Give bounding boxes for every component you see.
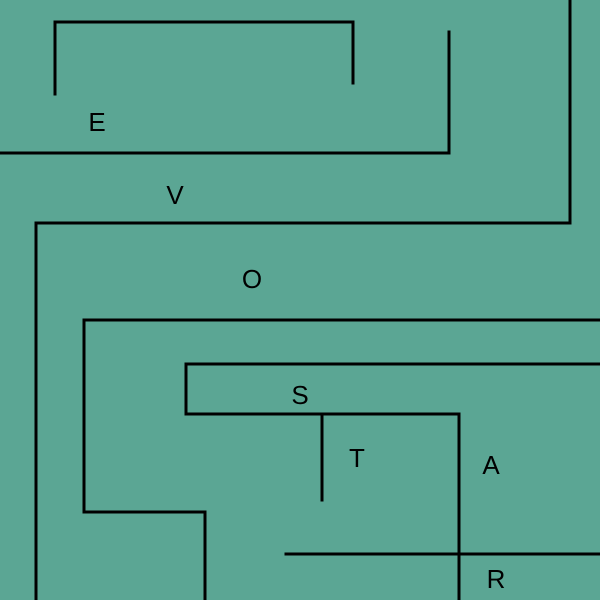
outer-wall [34,0,572,600]
middle-wall [82,318,600,600]
top-bracket [53,20,355,96]
letter-v: V [166,180,184,210]
letter-e: E [88,107,106,137]
letter-a: A [482,450,500,480]
inner-wall [184,362,600,600]
letter-s: S [291,380,309,410]
upper-wall [0,30,451,155]
letter-o: O [241,264,263,294]
letter-r: R [486,564,506,594]
letter-t: T [349,443,365,473]
